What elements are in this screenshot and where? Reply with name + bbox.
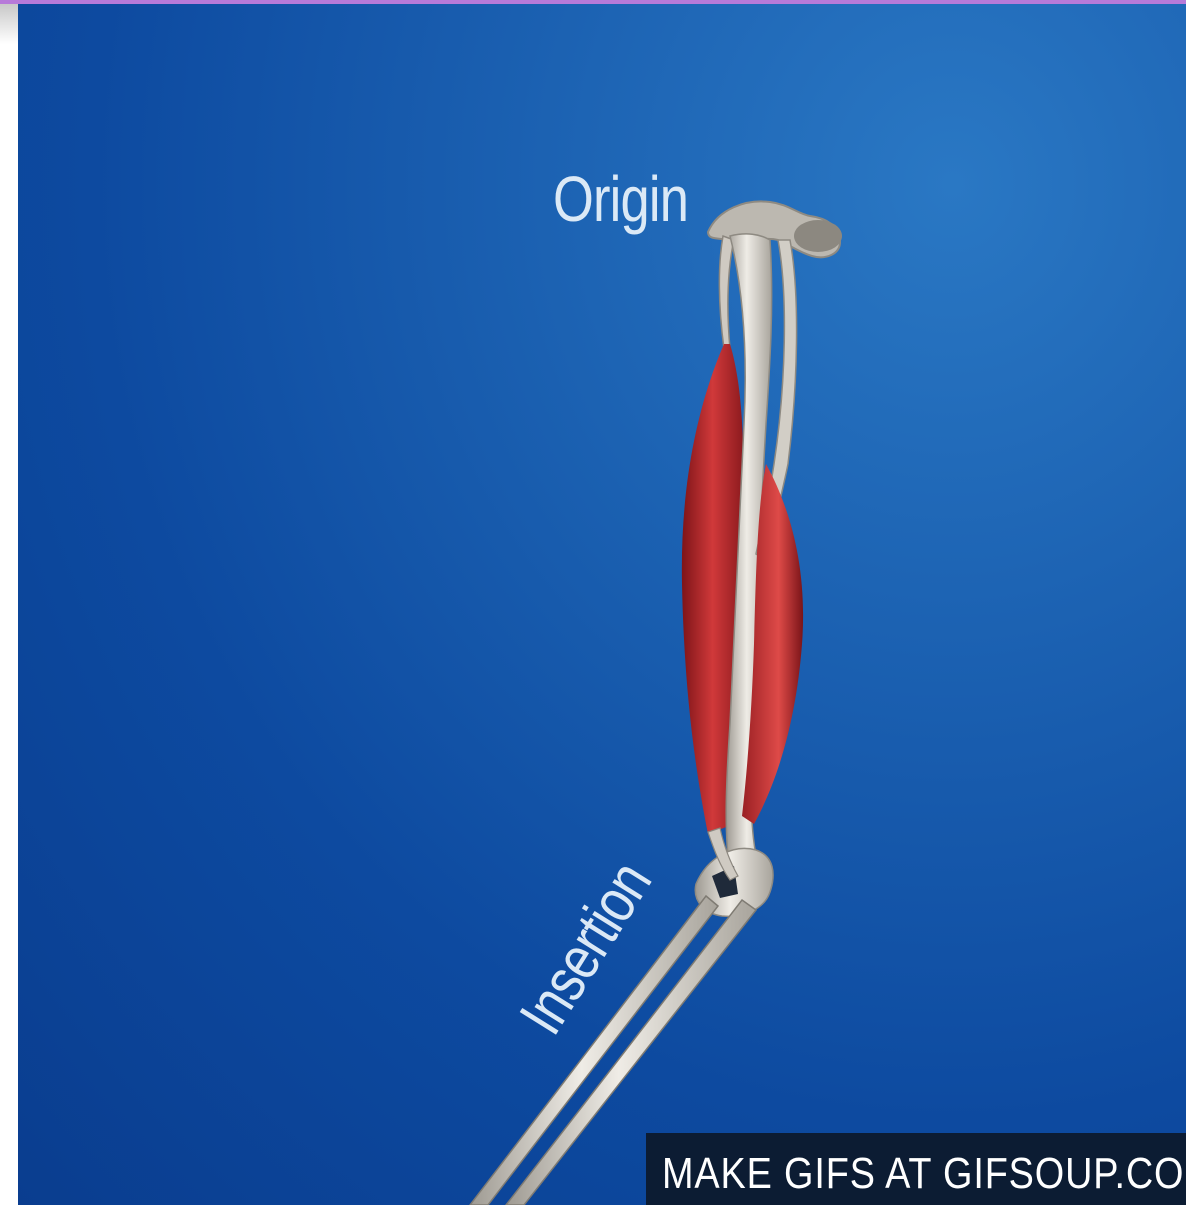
long-head-tendon [719,236,734,349]
anatomy-illustration: Origin Insertion MAKE GIFS AT GIFSOUP.CO… [18,4,1186,1205]
watermark-banner: MAKE GIFS AT GIFSOUP.COM [646,1133,1186,1205]
origin-label: Origin [553,162,688,236]
watermark-text: MAKE GIFS AT GIFSOUP.COM [662,1149,1186,1199]
left-margin [0,4,18,1205]
corner-shadow [0,4,18,44]
